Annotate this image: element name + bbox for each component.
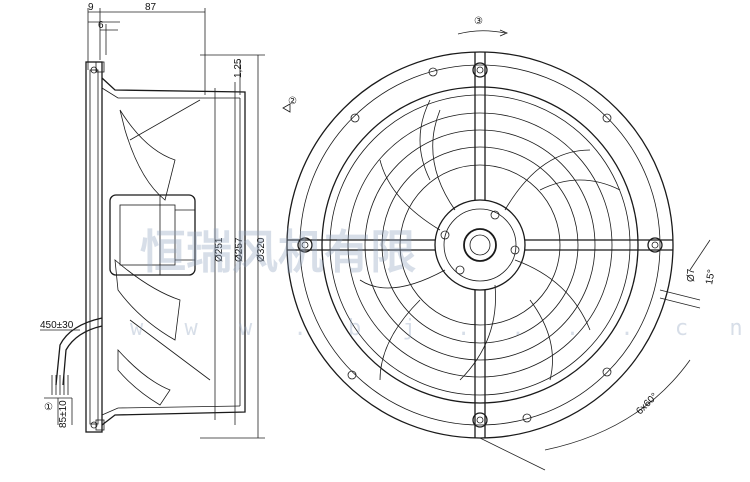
- watermark-text: 恒瑞风机有限: [140, 225, 416, 279]
- marker-2-label: ②: [288, 96, 297, 107]
- side-view: [40, 8, 265, 439]
- front-view: [282, 29, 711, 471]
- dia-251-label: Ø251: [214, 237, 225, 262]
- dia-257-label: Ø257: [234, 237, 245, 262]
- watermark-url: w w w . b j . . . . c n: [130, 316, 750, 341]
- marker-3-label: ③: [474, 16, 483, 27]
- dim-1-25-label: 1,25: [233, 58, 244, 78]
- dim-6-label: 6: [98, 20, 104, 31]
- cable-end-label: 85±10: [58, 400, 69, 428]
- cable-length-label: 450±30: [40, 320, 74, 331]
- dim-9-label: 9: [88, 2, 94, 13]
- hole-dia-label: Ø7: [686, 268, 697, 282]
- cable-marker-label: ①: [44, 402, 53, 413]
- dim-87-label: 87: [145, 2, 157, 13]
- angle-6x60-label: 6x60°: [634, 391, 660, 417]
- dia-320-label: Ø320: [256, 237, 267, 262]
- angle-15-label: 15°: [704, 269, 717, 286]
